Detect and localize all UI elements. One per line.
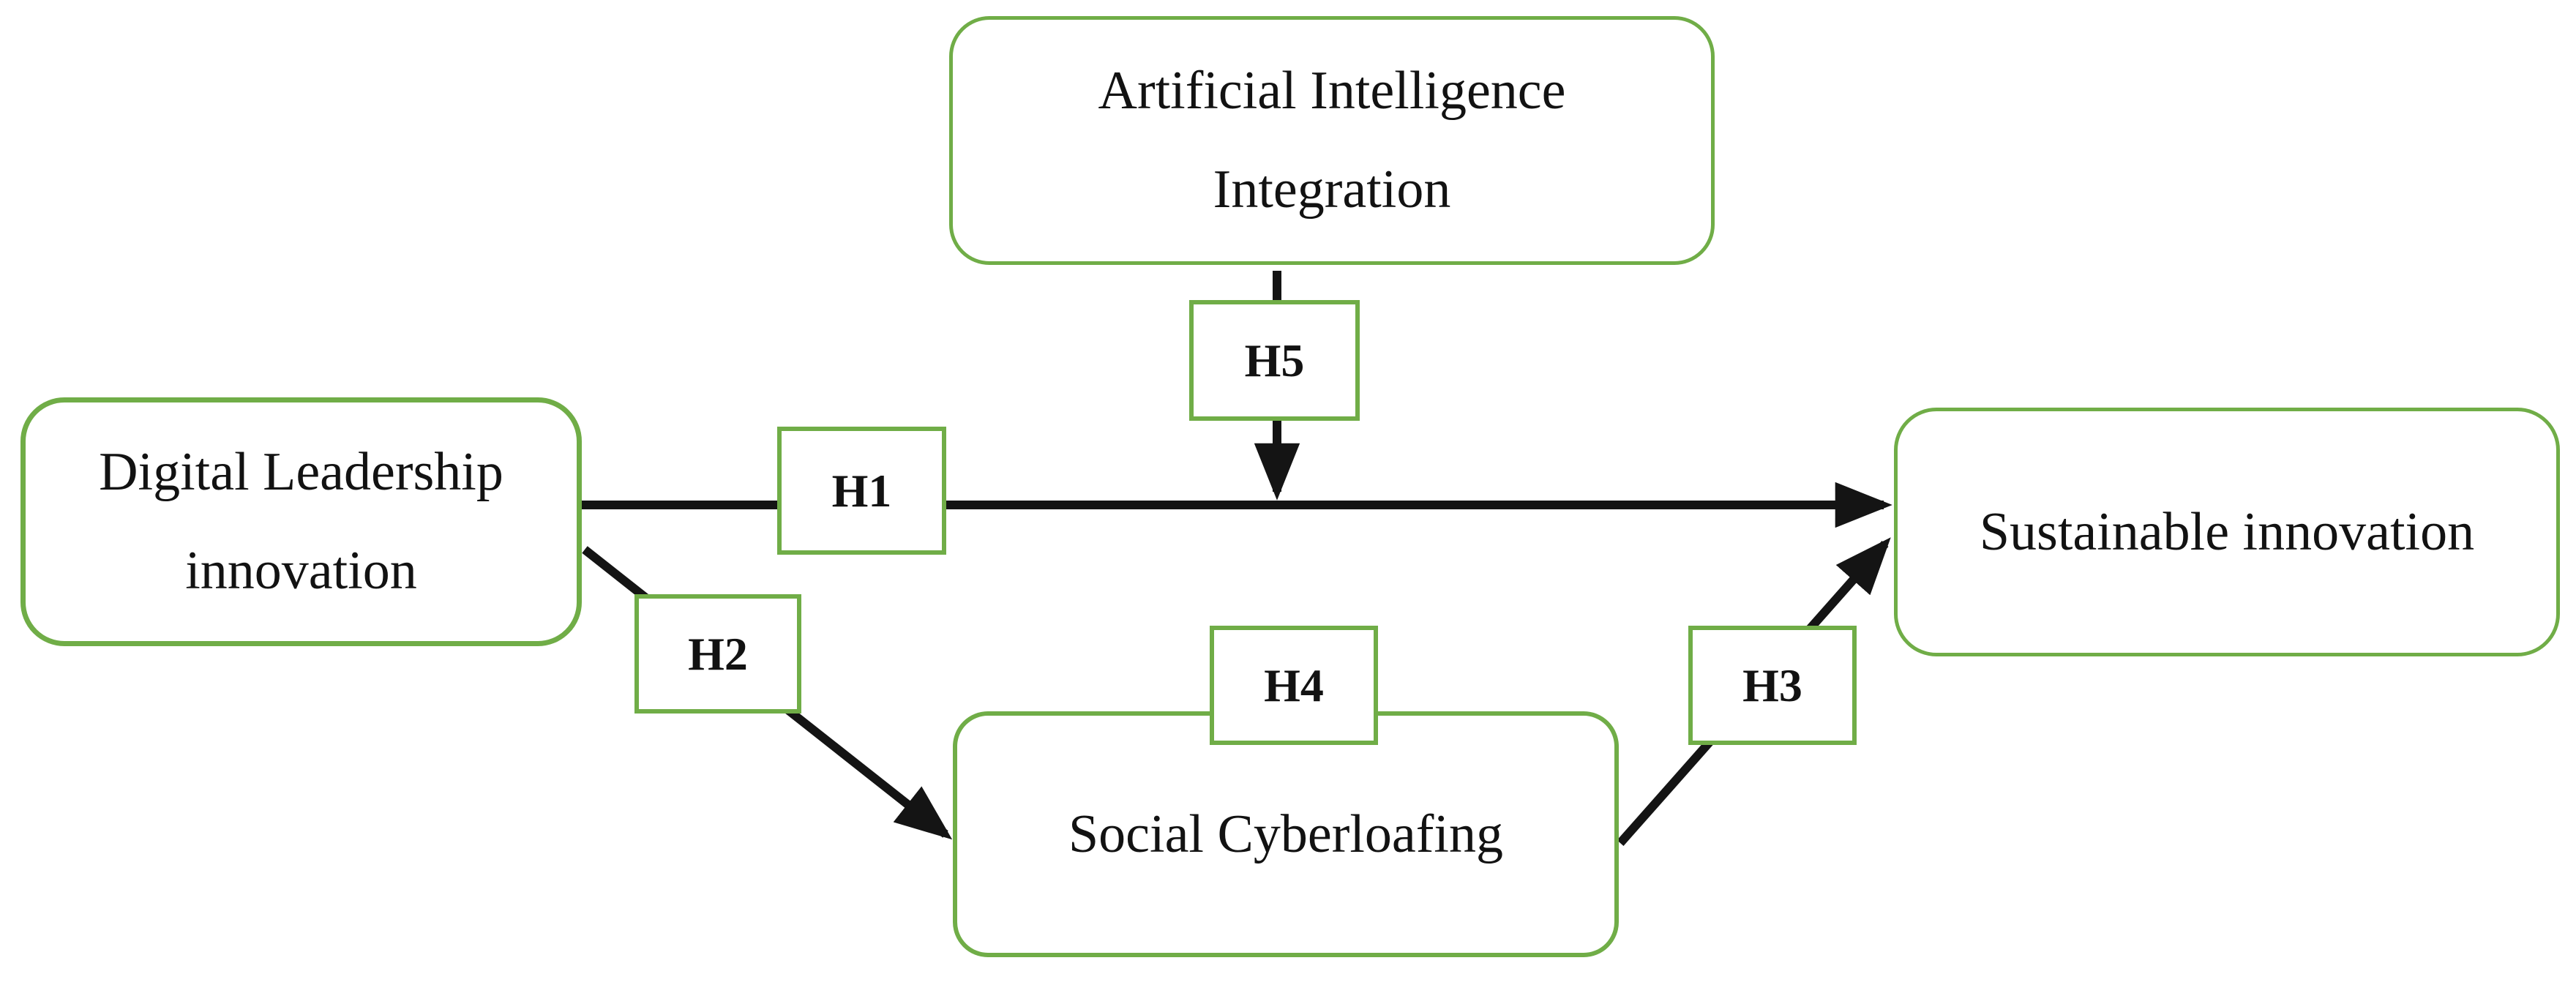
node-label-line: Digital Leadership bbox=[99, 442, 503, 503]
node-label-line: innovation bbox=[185, 541, 417, 601]
node-artificial-intelligence-integration: Artificial Intelligence Integration bbox=[949, 16, 1715, 265]
hypothesis-box-h1: H1 bbox=[777, 427, 946, 555]
node-sustainable-innovation: Sustainable innovation bbox=[1894, 408, 2560, 656]
node-digital-leadership-innovation: Digital Leadership innovation bbox=[20, 397, 582, 646]
hypothesis-box-h5: H5 bbox=[1189, 300, 1360, 421]
node-label-line: Artificial Intelligence bbox=[1098, 61, 1566, 121]
node-social-cyberloafing: Social Cyberloafing bbox=[953, 711, 1619, 957]
node-label-line: Social Cyberloafing bbox=[1068, 804, 1503, 864]
node-label-line: Sustainable innovation bbox=[1979, 501, 2475, 562]
hypothesis-box-h4: H4 bbox=[1210, 626, 1378, 745]
hypothesis-box-h2: H2 bbox=[634, 594, 801, 714]
hypothesis-box-h3: H3 bbox=[1688, 626, 1857, 745]
node-label-line: Integration bbox=[1213, 160, 1451, 220]
